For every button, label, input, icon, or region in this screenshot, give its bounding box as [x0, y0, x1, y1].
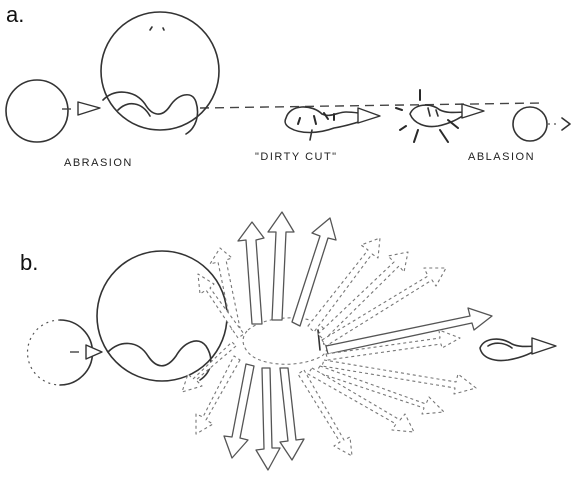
- projectile-circle: [6, 80, 68, 142]
- caption-dirty-cut: "DIRTY CUT": [255, 151, 338, 163]
- panel-b-label: b.: [20, 250, 38, 275]
- ejecta-arrows: [182, 212, 492, 470]
- ejecta-arrow-14: [280, 368, 304, 460]
- incoming-arrow-icon: [78, 102, 100, 115]
- target-mark: [150, 27, 164, 30]
- ablation-fragment: [396, 90, 484, 142]
- caption-abrasion: ABRASION: [64, 157, 133, 169]
- trajectory-line: [200, 103, 540, 108]
- ejecta-arrow-3: [268, 212, 294, 320]
- ejecta-arrow-2: [238, 222, 264, 324]
- incoming-arrow-b-icon: [86, 345, 102, 359]
- exit-arrow-icon: [562, 118, 570, 130]
- dirty-cut-fragment: [285, 107, 380, 140]
- exit-circle: [513, 107, 547, 141]
- exit-arrow-b-icon: [532, 338, 556, 354]
- ejecta-arrow-15: [256, 368, 280, 470]
- target-circle-b: [97, 251, 227, 381]
- target-circle: [101, 12, 219, 130]
- panel-b: b.: [20, 212, 556, 470]
- exit-fragment-b: [480, 338, 556, 361]
- caption-ablation: ABLASION: [468, 151, 535, 163]
- ejecta-arrow-19: [198, 274, 244, 338]
- projectile-circle-b-left: [28, 320, 61, 385]
- cut-curve-b: [108, 341, 211, 380]
- abrasion-cut-curve: [103, 92, 198, 134]
- panel-a-label: a.: [6, 2, 24, 27]
- panel-a: a. ABRASION "DIRTY CUT" ABLAS: [6, 2, 570, 169]
